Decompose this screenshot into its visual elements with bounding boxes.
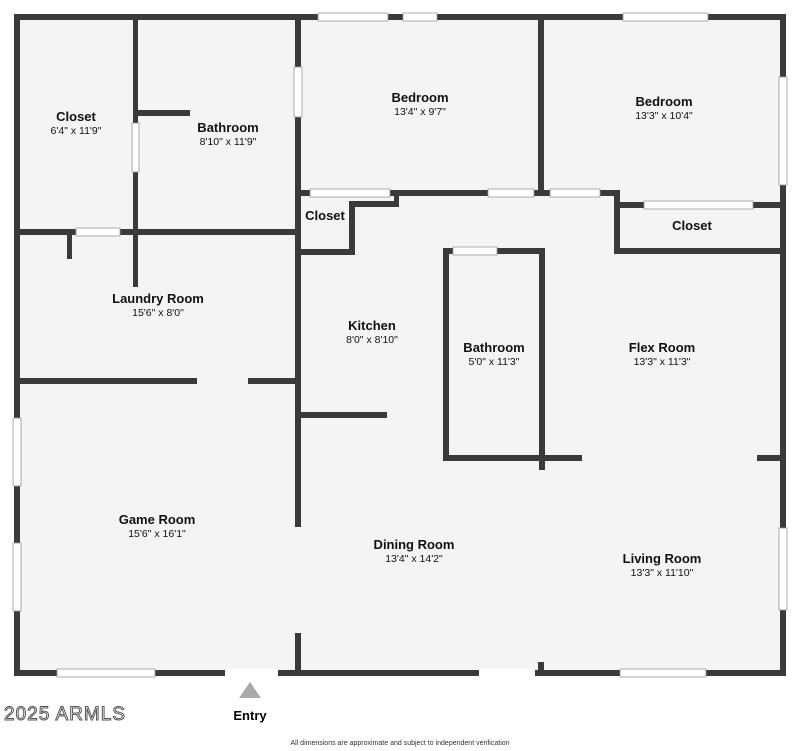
room-name: Closet xyxy=(56,109,96,124)
room-dimensions: 6'4" x 11'9" xyxy=(50,125,102,137)
room-name: Bedroom xyxy=(635,94,693,109)
room-dimensions: 13'3" x 11'3" xyxy=(633,356,691,368)
entry-door[interactable] xyxy=(225,669,278,677)
room-name: Bathroom xyxy=(463,340,525,355)
floor xyxy=(15,15,785,675)
room-dimensions: 15'6" x 8'0" xyxy=(132,307,184,319)
room-label: Closet xyxy=(672,218,712,234)
room-label: Closet xyxy=(305,208,345,224)
room-label: Bathroom 8'10" x 11'9" xyxy=(197,120,258,149)
room-name: Game Room xyxy=(118,512,196,527)
doors xyxy=(225,669,535,677)
room-dimensions: 13'3" x 11'10" xyxy=(630,567,694,579)
room-label: Closet 6'4" x 11'9" xyxy=(51,109,102,138)
room-dimensions: 8'0" x 8'10" xyxy=(346,334,398,346)
room-dimensions: 8'10" x 11'9" xyxy=(199,136,257,148)
walls xyxy=(14,14,786,676)
back-door[interactable] xyxy=(479,669,535,677)
room-name: Living Room xyxy=(622,551,702,566)
entry-label: Entry xyxy=(233,708,267,723)
room-label: Dining Room 13'4" x 14'2" xyxy=(374,537,455,566)
room-label: Kitchen 8'0" x 8'10" xyxy=(346,318,398,347)
room-label: Game Room 15'6" x 16'1" xyxy=(119,512,196,541)
room-name: Bedroom xyxy=(391,90,449,105)
room-label: Bedroom 13'3" x 10'4" xyxy=(635,94,693,123)
room-dimensions: 5'0" x 11'3" xyxy=(468,356,520,368)
room-dimensions: 15'6" x 16'1" xyxy=(128,528,186,540)
windows xyxy=(12,12,788,678)
room-name: Bathroom xyxy=(197,120,259,135)
room-name: Kitchen xyxy=(348,318,396,333)
disclaimer-text: All dimensions are approximate and subje… xyxy=(290,740,510,747)
room-dimensions: 13'4" x 14'2" xyxy=(385,553,443,565)
room-name: Flex Room xyxy=(628,340,696,355)
room-dimensions: 13'3" x 10'4" xyxy=(635,110,693,122)
room-name: Laundry Room xyxy=(112,291,204,306)
room-dimensions: 13'4" x 9'7" xyxy=(394,106,446,118)
room-label: Laundry Room 15'6" x 8'0" xyxy=(112,291,204,320)
room-name: Closet xyxy=(305,208,345,223)
room-label: Flex Room 13'3" x 11'3" xyxy=(629,340,695,369)
room-label: Bedroom 13'4" x 9'7" xyxy=(391,90,448,119)
room-label: Living Room 13'3" x 11'10" xyxy=(623,551,702,580)
entry-marker-icon xyxy=(239,682,261,698)
copyright-watermark: 2025 ARMLS xyxy=(4,704,126,726)
room-name: Closet xyxy=(672,218,712,233)
room-name: Dining Room xyxy=(373,537,455,552)
room-label: Bathroom 5'0" x 11'3" xyxy=(463,340,524,369)
